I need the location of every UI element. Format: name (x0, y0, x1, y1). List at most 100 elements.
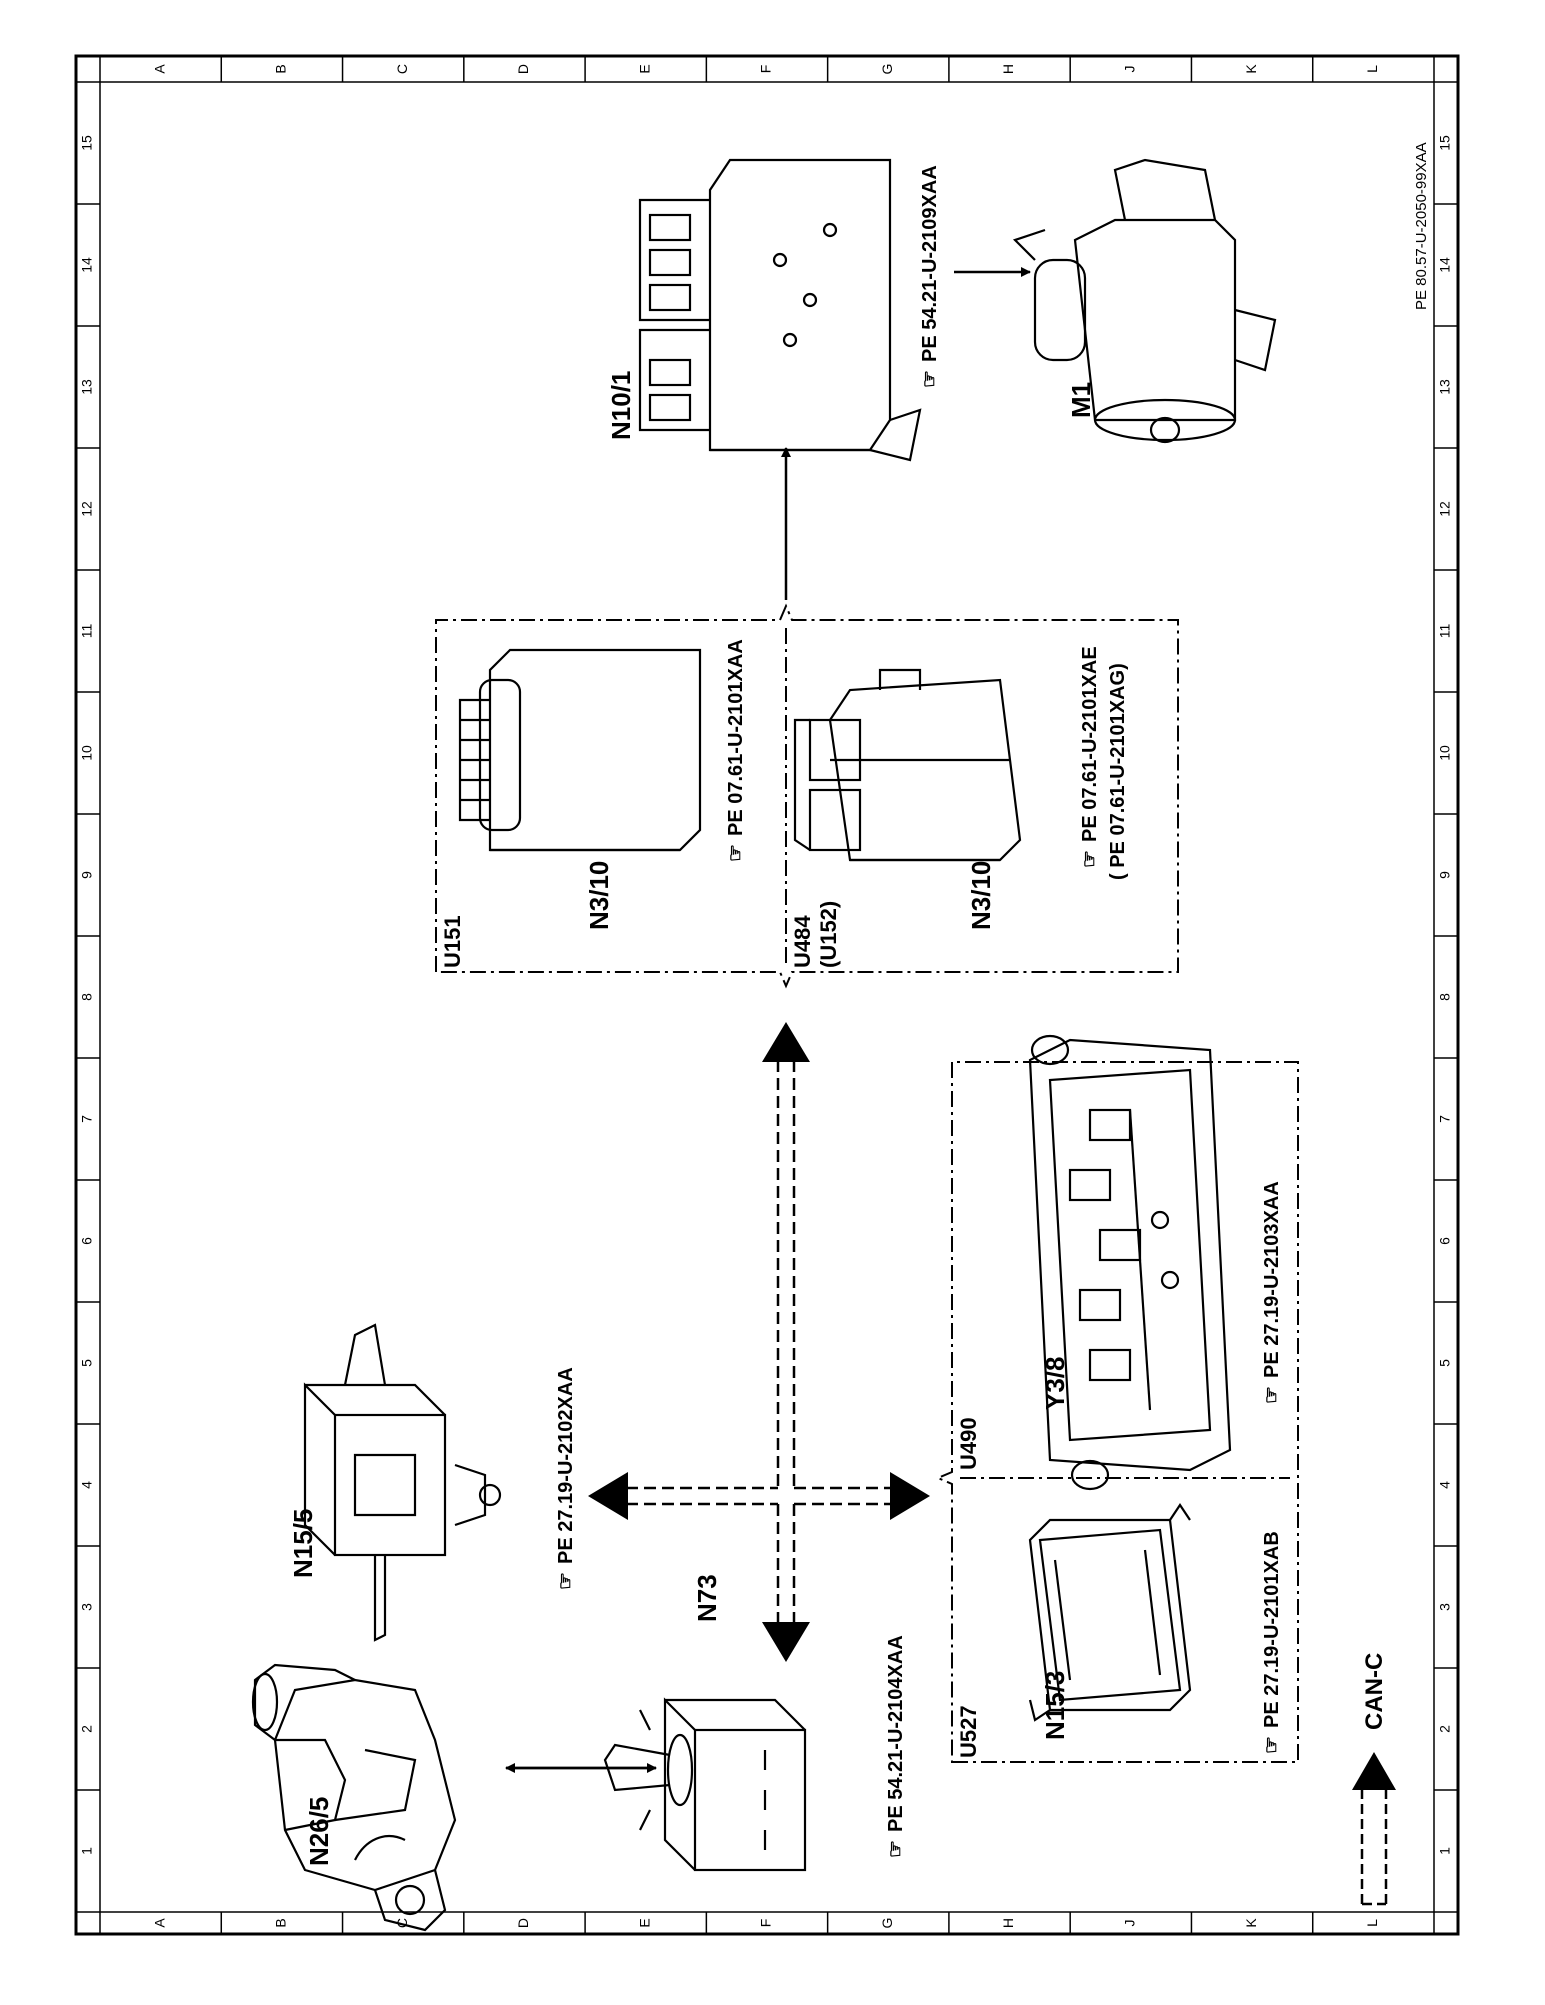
can-c-bus (626, 1060, 892, 1622)
frame-letter-top-l: L (1364, 65, 1380, 73)
frame-number-right-12: 12 (1437, 501, 1453, 517)
frame-number-right-4: 4 (1437, 1481, 1453, 1489)
frame-letter-top-b: B (273, 64, 289, 73)
m1-label: M1 (1066, 382, 1096, 418)
frame-letter-top-j: J (1122, 66, 1138, 73)
frame-number-right-13: 13 (1437, 379, 1453, 395)
ref-pointer-icon-n15-3: ☞ (1261, 1736, 1283, 1754)
group-label-u527: U527 (956, 1705, 981, 1758)
drawing-frame (74, 54, 1460, 1936)
ref-pointer-icon-n3-10-a: ☞ (725, 844, 747, 862)
group-box-n3-10 (435, 603, 1179, 989)
n10-1-drawing (638, 158, 922, 462)
frame-number-left-4: 4 (79, 1481, 95, 1489)
n15-3-reference: PE 27.19-U-2101XAB (1261, 1531, 1283, 1728)
n73-reference: PE 54.21-U-2104XAA (885, 1635, 907, 1832)
group-label-u490: U490 (956, 1417, 981, 1470)
frame-number-right-2: 2 (1437, 1725, 1453, 1733)
frame-number-right-1: 1 (1437, 1847, 1453, 1855)
frame-number-left-7: 7 (79, 1115, 95, 1123)
n26-5-drawing (251, 1663, 457, 1932)
ref-pointer-icon-n10-1: ☞ (919, 370, 941, 388)
component-n3-10-b: N3/10 ☞ PE 07.61-U-2101XAE ( PE 07.61-U-… (793, 646, 1129, 930)
frame-letter-top-f: F (758, 65, 774, 74)
y3-8-drawing (1028, 1034, 1232, 1491)
legend-can-c: CAN-C (1352, 1653, 1396, 1906)
frame-letter-bottom-g: G (879, 1918, 895, 1929)
frame-number-left-2: 2 (79, 1725, 95, 1733)
ref-pointer-icon-n3-10-b: ☞ (1079, 850, 1101, 868)
group-label-u151: U151 (440, 915, 465, 968)
group-box-transmission (935, 1061, 1299, 1763)
can-arrow-right (890, 1472, 930, 1520)
frame-letter-top-e: E (636, 64, 652, 73)
frame-number-left-3: 3 (79, 1603, 95, 1611)
frame-number-right-9: 9 (1437, 871, 1453, 879)
n15-5-drawing (303, 1323, 502, 1642)
m1-drawing (1012, 158, 1277, 444)
frame-number-right-7: 7 (1437, 1115, 1453, 1123)
frame-number-left-11: 11 (79, 624, 95, 639)
frame-number-left-8: 8 (79, 993, 95, 1001)
frame-number-left-9: 9 (79, 871, 95, 879)
document-id: PE 80.57-U-2050-99XAA (1413, 142, 1430, 310)
component-n15-5: N15/5 ☞ PE 27.19-U-2102XAA (288, 1323, 577, 1642)
n3-10-b-label: N3/10 (966, 861, 996, 930)
frame-number-right-3: 3 (1437, 1603, 1453, 1611)
n10-1-label: N10/1 (606, 371, 636, 440)
can-arrow-up (762, 1022, 810, 1062)
frame-letter-bottom-h: H (1000, 1918, 1016, 1928)
n3-10-a-reference: PE 07.61-U-2101XAA (725, 639, 747, 836)
n15-3-label: N15/3 (1040, 1671, 1070, 1740)
frame-letter-bottom-b: B (273, 1918, 289, 1927)
frame-letter-bottom-e: E (636, 1918, 652, 1927)
can-arrow-left (588, 1472, 628, 1520)
n15-3-drawing (1028, 1503, 1192, 1722)
frame-number-left-12: 12 (79, 501, 95, 517)
component-n3-10-a: N3/10 ☞ PE 07.61-U-2101XAA (458, 639, 747, 930)
can-arrow-down (762, 1622, 810, 1662)
frame-number-right-5: 5 (1437, 1359, 1453, 1367)
can-c-arrowheads (588, 1022, 930, 1662)
ref-pointer-icon-n15-5: ☞ (555, 1572, 577, 1590)
frame-number-left-6: 6 (79, 1237, 95, 1245)
frame-letter-top-k: K (1243, 64, 1259, 74)
ref-pointer-icon-y3-8: ☞ (1261, 1386, 1283, 1404)
component-n26-5: N26/5 (251, 1663, 457, 1932)
n73-label: N73 (692, 1574, 722, 1622)
ref-pointer-icon-n73: ☞ (885, 1840, 907, 1858)
group-label-u152: (U152) (816, 901, 841, 968)
frame-number-left-14: 14 (79, 257, 95, 273)
frame-number-left-10: 10 (79, 745, 95, 761)
frame-tick-marks (76, 56, 1458, 1934)
n3-10-b-reference-alt: ( PE 07.61-U-2101XAG) (1107, 663, 1129, 880)
n3-10-b-drawing (793, 668, 1022, 862)
n15-5-label: N15/5 (288, 1509, 318, 1578)
frame-letter-bottom-f: F (758, 1919, 774, 1928)
frame-number-right-6: 6 (1437, 1237, 1453, 1245)
n73-drawing (603, 1697, 807, 1872)
n10-1-reference: PE 54.21-U-2109XAA (919, 165, 941, 362)
frame-number-left-1: 1 (79, 1847, 95, 1855)
group-label-u484: U484 (790, 915, 815, 968)
frame-number-left-13: 13 (79, 379, 95, 395)
component-m1: M1 (1012, 158, 1277, 444)
frame-letter-bottom-l: L (1364, 1919, 1380, 1927)
frame-letter-top-g: G (879, 64, 895, 75)
n3-10-b-reference: PE 07.61-U-2101XAE (1079, 646, 1101, 842)
frame-letter-top-a: A (151, 64, 167, 74)
component-n15-3: N15/3 ☞ PE 27.19-U-2101XAB (1028, 1503, 1283, 1754)
frame-letter-top-h: H (1000, 64, 1016, 74)
component-y3-8: Y3/8 ☞ PE 27.19-U-2103XAA (1028, 1034, 1283, 1491)
frame-number-right-10: 10 (1437, 745, 1453, 761)
component-n73: N73 ☞ PE 54.21-U-2104XAA (603, 1574, 907, 1872)
legend-can-c-label: CAN-C (1361, 1653, 1388, 1730)
frame-number-left-15: 15 (79, 135, 95, 151)
frame-number-right-11: 11 (1437, 624, 1453, 639)
frame-letter-bottom-j: J (1122, 1920, 1138, 1927)
legend-arrowhead (1352, 1752, 1396, 1790)
frame-number-left-5: 5 (79, 1359, 95, 1367)
